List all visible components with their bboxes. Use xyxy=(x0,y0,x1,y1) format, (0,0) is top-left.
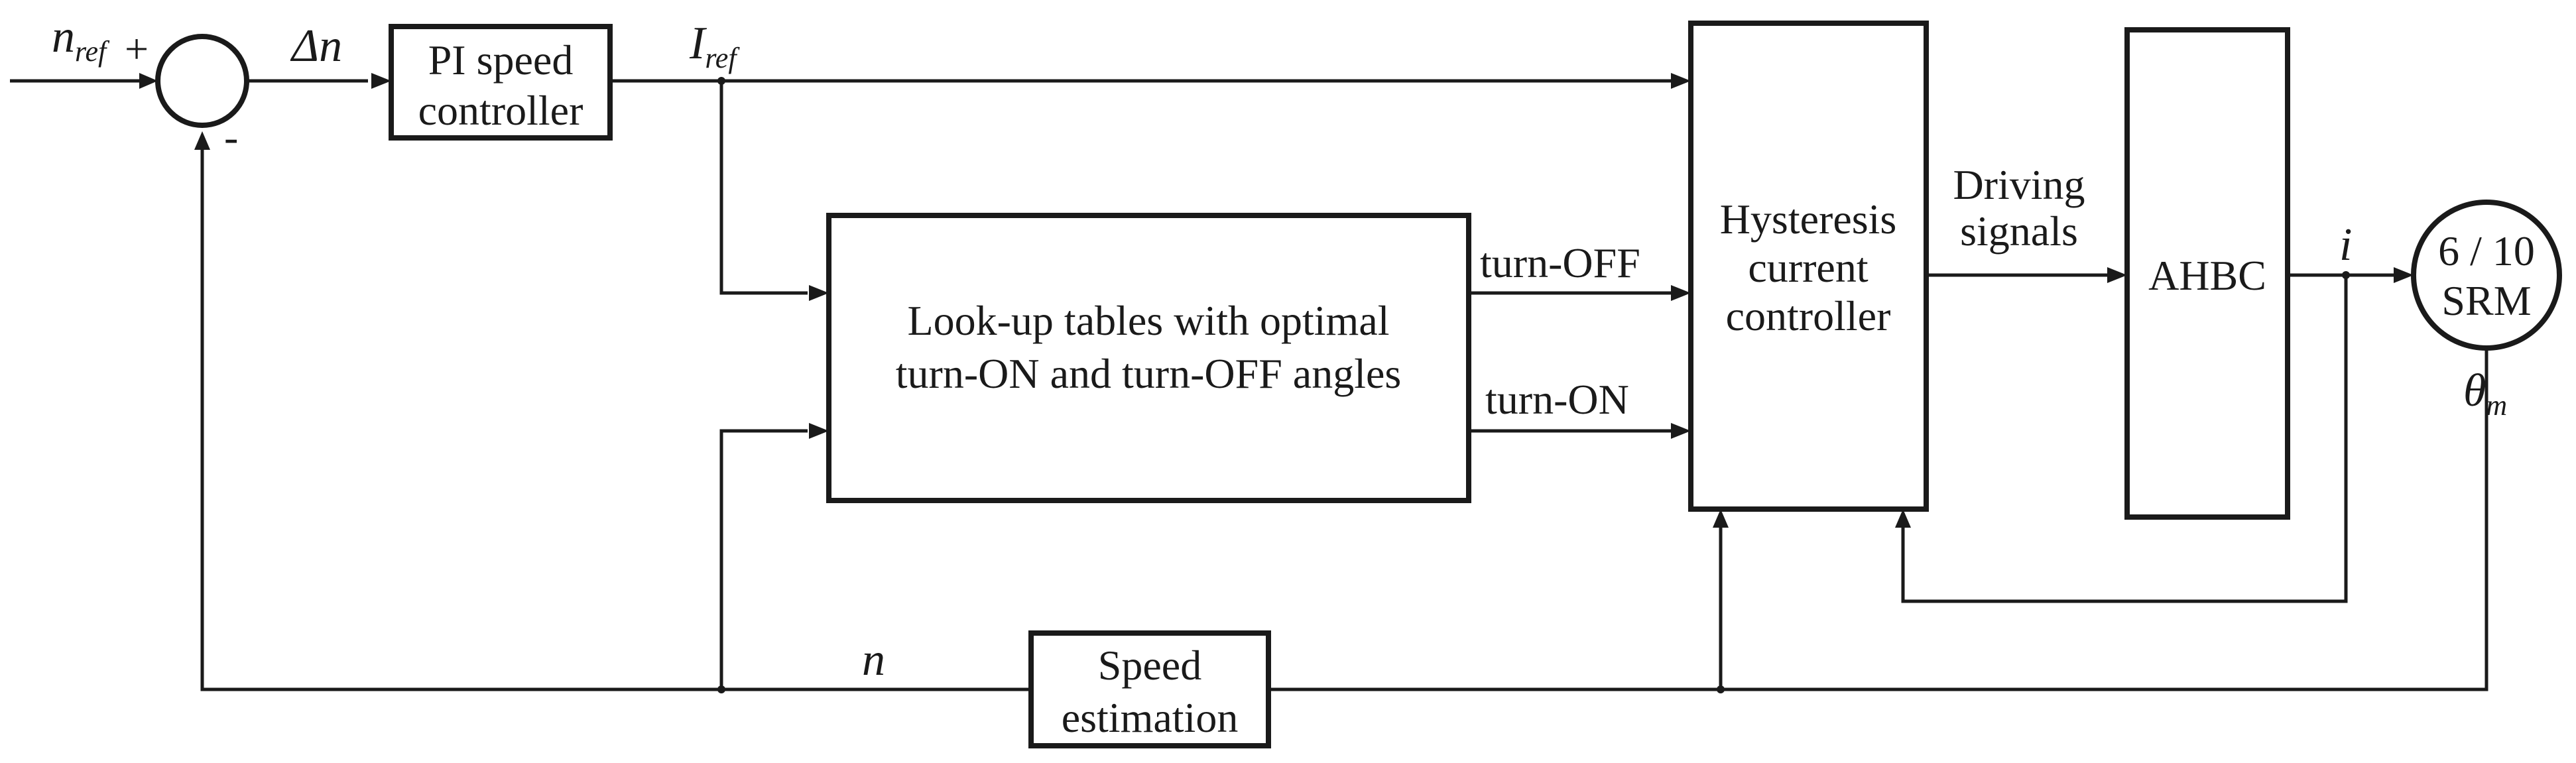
label-speed-n: n xyxy=(862,634,885,685)
lut-label-line1: Look-up tables with optimal xyxy=(908,297,1390,344)
arrow-iref-into-hysteresis xyxy=(1671,73,1691,89)
wire-current-feedback xyxy=(1901,275,2348,603)
pi-speed-controller-block xyxy=(389,24,613,141)
srm-label-line2: SRM xyxy=(2441,277,2531,324)
ahbc-block xyxy=(2124,27,2290,520)
arrow-iref-into-lut xyxy=(809,285,829,301)
arrow-into-sum xyxy=(139,73,158,89)
speed-est-label-line2: estimation xyxy=(1062,694,1239,741)
lut-label-line2: turn-ON and turn-OFF angles xyxy=(896,350,1402,397)
arrow-turn-on-into-hysteresis xyxy=(1671,423,1691,439)
speed-est-label-line1: Speed xyxy=(1098,642,1201,689)
label-turn-off: turn-OFF xyxy=(1480,239,1640,286)
pi-label-line1: PI speed xyxy=(428,36,574,84)
srm-motor xyxy=(2411,200,2562,351)
wires xyxy=(10,79,2488,691)
label-minus: - xyxy=(224,113,238,160)
wire-speed-bus-left xyxy=(200,145,1031,691)
hyst-label-line2: current xyxy=(1748,244,1868,291)
junction-current xyxy=(2342,271,2350,279)
hyst-label-line1: Hysteresis xyxy=(1720,196,1897,243)
arrow-feedback-into-sum xyxy=(194,131,210,150)
label-nref: nref xyxy=(52,11,110,68)
arrow-into-srm xyxy=(2394,267,2414,283)
ahbc-label: AHBC xyxy=(2148,252,2266,299)
arrow-into-ahbc xyxy=(2107,267,2127,283)
label-theta-m: θm xyxy=(2463,365,2507,422)
junction-speed xyxy=(717,685,725,693)
look-up-tables-block xyxy=(826,213,1471,503)
arrow-into-pi xyxy=(371,73,391,89)
junction-iref xyxy=(717,77,725,85)
hysteresis-current-controller-block xyxy=(1688,21,1929,512)
arrowheads xyxy=(139,73,2414,528)
srm-label-line1: 6 / 10 xyxy=(2438,227,2535,274)
label-delta-n: Δn xyxy=(290,21,342,72)
label-driving-line2: signals xyxy=(1960,207,2078,255)
speed-estimation-block xyxy=(1028,630,1271,748)
arrow-turn-off-into-hysteresis xyxy=(1671,285,1691,301)
pi-label-line2: controller xyxy=(418,87,583,134)
arrow-speed-into-lut xyxy=(809,423,829,439)
label-plus: + xyxy=(125,25,149,72)
junction-speed-hyst xyxy=(1717,685,1725,693)
hyst-label-line3: controller xyxy=(1726,292,1891,339)
label-turn-on: turn-ON xyxy=(1485,376,1629,423)
label-driving-line1: Driving xyxy=(1953,161,2085,208)
wire-iref-to-lut xyxy=(719,81,808,295)
label-current-i: i xyxy=(2339,219,2352,270)
label-iref: Iref xyxy=(689,18,740,74)
wire-speed-bus xyxy=(1268,328,2488,691)
wire-speed-to-lut xyxy=(719,429,808,689)
arrow-current-into-hysteresis xyxy=(1895,509,1911,528)
summing-junction xyxy=(155,34,249,128)
arrow-speed-into-hysteresis xyxy=(1713,509,1729,528)
